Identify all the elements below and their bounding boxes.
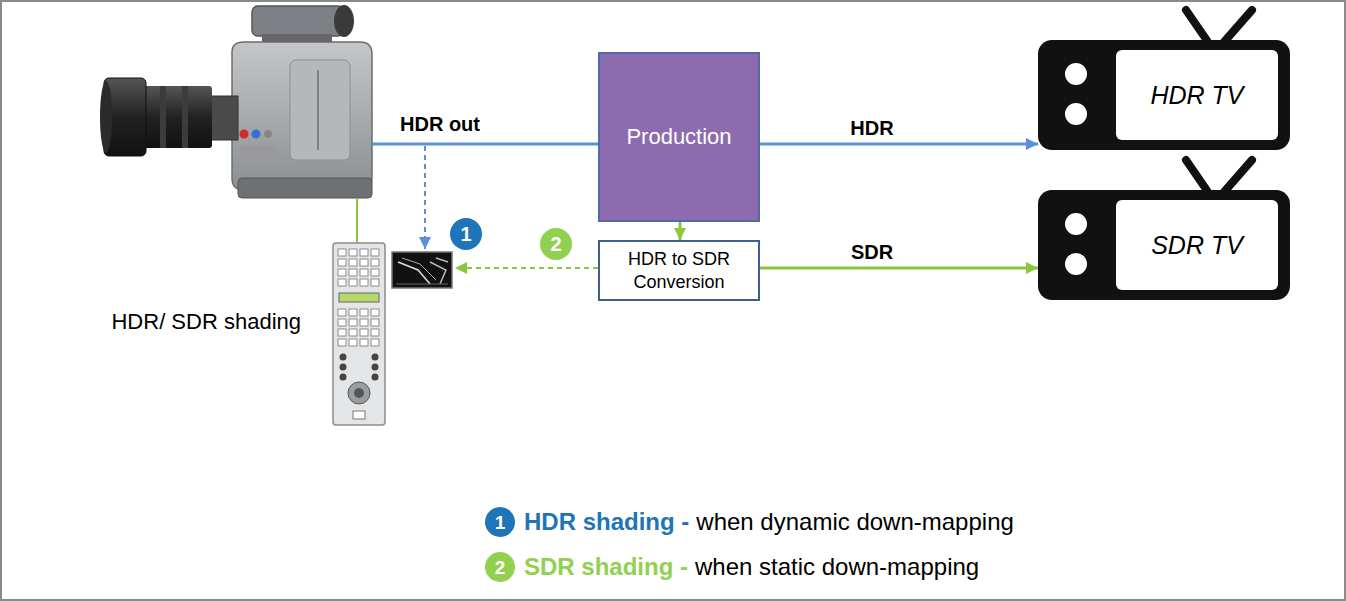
legend-row: HDR shading -when dynamic down-mapping bbox=[524, 507, 1014, 537]
legend-term: SDR shading - bbox=[524, 553, 688, 581]
sdr-monitor-feed bbox=[455, 267, 598, 269]
box-text: HDR to SDR Conversion bbox=[608, 248, 750, 293]
panel-outline bbox=[333, 243, 385, 425]
control-cable bbox=[356, 198, 358, 243]
tv-screen: HDR TV bbox=[1120, 52, 1274, 138]
waveform-monitor bbox=[392, 252, 452, 288]
legend-text: when dynamic down-mapping bbox=[696, 508, 1014, 536]
tv-set: SDR TV bbox=[1038, 190, 1290, 300]
signal-arrow bbox=[760, 267, 1038, 270]
callout-text: 1 bbox=[460, 224, 471, 244]
panel-label: HDR/ SDR shading bbox=[111, 309, 301, 335]
legend-number: 2 bbox=[485, 552, 515, 582]
callout-number: 1 bbox=[450, 218, 482, 250]
tv-text: HDR TV bbox=[1150, 81, 1243, 110]
tv-screen: SDR TV bbox=[1120, 202, 1274, 288]
edge-label: HDR bbox=[847, 117, 896, 140]
hdr-monitor-feed bbox=[424, 146, 426, 249]
panel-caption: HDR/ SDR shading bbox=[111, 309, 301, 335]
hdr-out-line bbox=[372, 143, 598, 146]
signal-arrow bbox=[679, 222, 682, 240]
box-text: Production bbox=[626, 123, 731, 151]
process-box: Production bbox=[598, 52, 760, 222]
signal-arrow bbox=[760, 143, 1038, 146]
callout-text: 2 bbox=[495, 558, 506, 577]
legend-text: when static down-mapping bbox=[695, 553, 979, 581]
edge-label: SDR bbox=[848, 241, 896, 264]
process-box: HDR to SDR Conversion bbox=[598, 240, 760, 301]
tv-set: HDR TV bbox=[1038, 40, 1290, 150]
legend-number: 1 bbox=[485, 507, 515, 537]
callout-number: 2 bbox=[540, 228, 572, 260]
signal-label: HDR out bbox=[400, 113, 480, 136]
legend-row: SDR shading -when static down-mapping bbox=[524, 552, 979, 582]
callout-text: 2 bbox=[550, 234, 561, 254]
legend-term: HDR shading - bbox=[524, 508, 689, 536]
shading-panel: HDR/ SDR shading bbox=[333, 243, 385, 425]
callout-text: 1 bbox=[495, 513, 506, 532]
tv-text: SDR TV bbox=[1151, 231, 1243, 260]
camera-illustration bbox=[100, 5, 372, 198]
